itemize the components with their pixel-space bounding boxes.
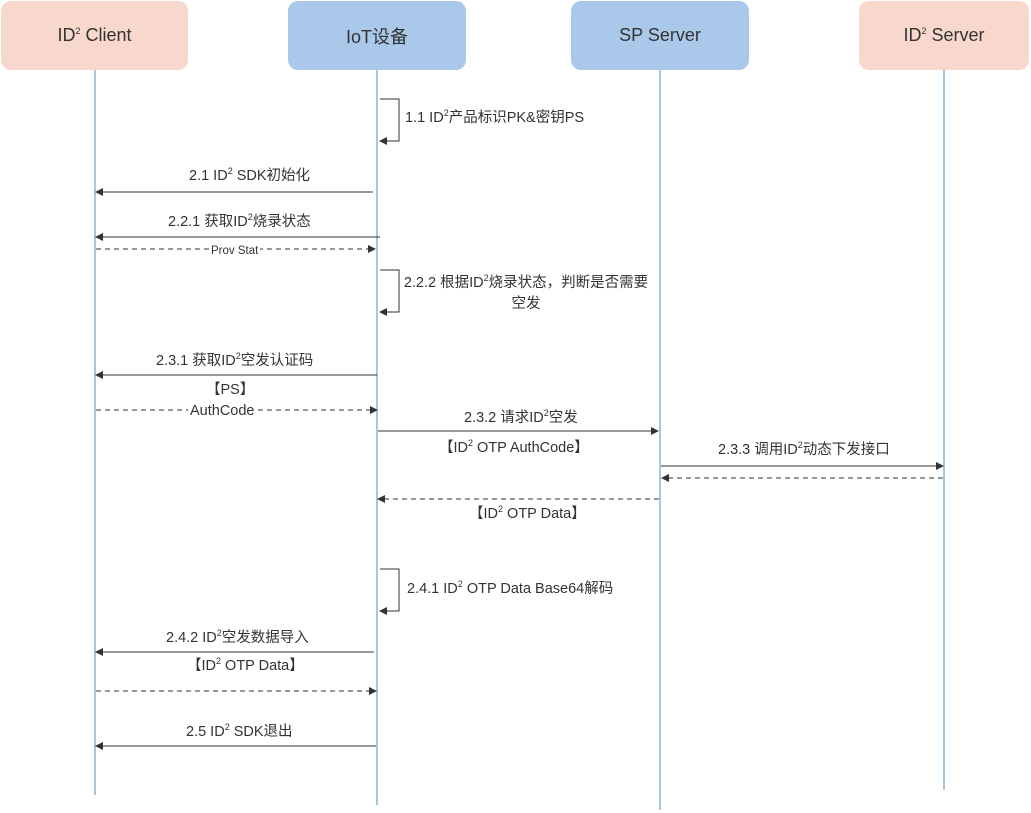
message-2-4-1: 2.4.1 ID2 OTP Data Base64解码 (407, 579, 614, 597)
message-2-1: 2.1 ID2 SDK初始化 (189, 166, 311, 184)
message-1-1: 1.1 ID2产品标识PK&密钥PS (405, 108, 585, 126)
message-otp-data-import: 【ID2 OTP Data】 (187, 656, 304, 674)
message-prov-stat: Prov Stat (209, 242, 261, 260)
message-2-4-2: 2.4.2 ID2空发数据导入 (166, 628, 309, 646)
message-otp-authcode: 【ID2 OTP AuthCode】 (439, 438, 589, 456)
actor-id2-server: ID2 Server (859, 1, 1029, 70)
message-otp-data-return: 【ID2 OTP Data】 (469, 504, 586, 522)
message-authcode: AuthCode (188, 402, 257, 420)
message-ps: 【PS】 (206, 382, 255, 398)
arrow-2-2-2 (379, 269, 400, 316)
message-2-2-1: 2.2.1 获取ID2烧录状态 (168, 212, 311, 230)
actor-iot-device: IoT设备 (288, 1, 466, 70)
actor-label: ID2 Client (57, 25, 132, 45)
actor-label: IoT设备 (345, 26, 408, 47)
actor-id2-client: ID2 Client (1, 1, 188, 70)
message-2-3-1: 2.3.1 获取ID2空发认证码 (156, 351, 314, 369)
message-2-2-2: 2.2.2 根据ID2烧录状态，判断是否需要空发 (403, 273, 649, 312)
actor-sp-server: SP Server (571, 1, 749, 70)
message-2-5: 2.5 ID2 SDK退出 (186, 722, 293, 740)
arrow-2-4-1 (379, 568, 400, 615)
actor-label: SP Server (619, 25, 701, 45)
message-2-3-2: 2.3.2 请求ID2空发 (464, 408, 578, 426)
actor-label: ID2 Server (903, 25, 985, 45)
arrow-1-1 (379, 98, 400, 145)
message-2-3-3: 2.3.3 调用ID2动态下发接口 (718, 440, 890, 458)
